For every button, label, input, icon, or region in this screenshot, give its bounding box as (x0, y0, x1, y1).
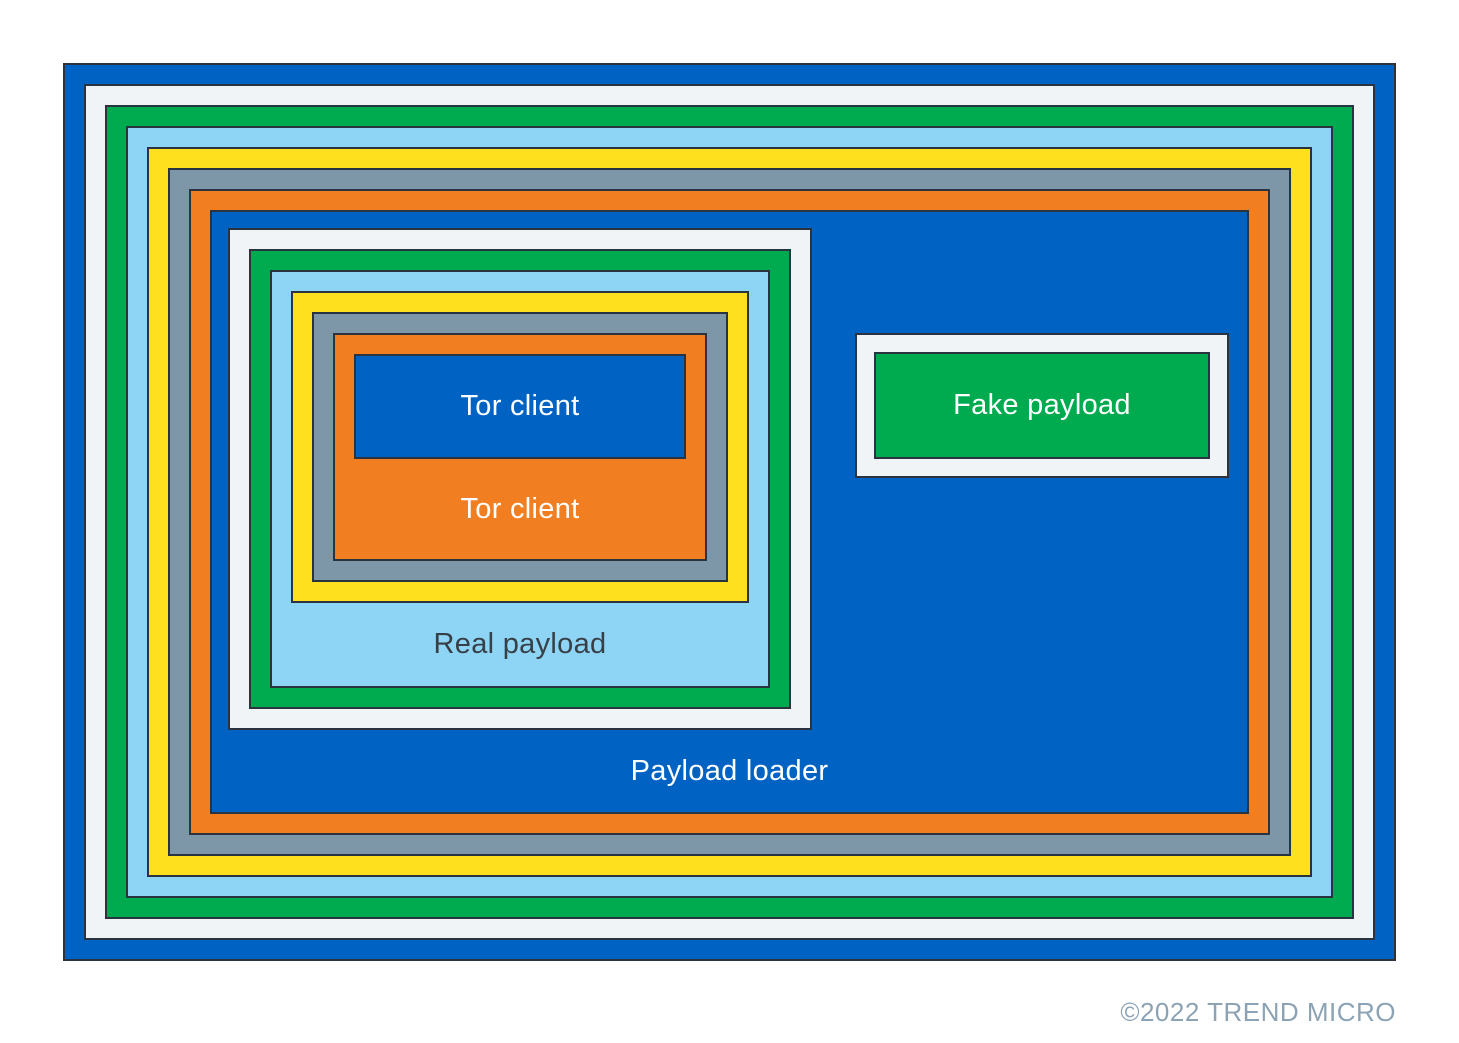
layer-gray-outer: Tor client Tor client (168, 168, 1291, 856)
layer-green-outer: Tor client Tor client (105, 105, 1354, 919)
layer-green-inner: Tor client Tor client (249, 249, 791, 709)
tor-client-outer-label: Tor client (460, 492, 580, 525)
fake-payload-box: Fake payload (874, 352, 1210, 459)
real-payload-label-band: Real payload (291, 603, 749, 686)
layer-gray-inner: Tor client Tor client (312, 312, 728, 582)
real-payload-group-box: Tor client Tor client (228, 228, 812, 730)
layer-yellow-outer: Tor client Tor client (147, 147, 1312, 877)
layer-blue-outer: Tor client Tor client (63, 63, 1396, 961)
tor-client-outer-label-band: Tor client (354, 459, 686, 559)
payload-loader-label-band: Payload loader (212, 730, 1247, 812)
layer-orange-outer: Tor client Tor client (189, 189, 1270, 835)
real-payload-label: Real payload (433, 628, 607, 660)
layer-yellow-inner: Tor client Tor client (291, 291, 749, 603)
layer-white-outer: Tor client Tor client (84, 84, 1375, 940)
fake-payload-label: Fake payload (953, 389, 1131, 421)
real-payload-box: Tor client Tor client (270, 270, 770, 688)
tor-client-blue-box: Tor client (354, 354, 686, 459)
layer-lightblue-outer: Tor client Tor client (126, 126, 1333, 898)
copyright-text: ©2022 TREND MICRO (1120, 997, 1396, 1027)
payload-loader-box: Tor client Tor client (210, 210, 1249, 814)
tor-client-orange-box: Tor client Tor client (333, 333, 707, 561)
nested-layers-diagram: Tor client Tor client (63, 63, 1396, 961)
tor-client-inner-label: Tor client (460, 390, 580, 422)
payload-loader-label: Payload loader (630, 754, 829, 787)
fake-payload-frame: Fake payload (855, 333, 1229, 478)
